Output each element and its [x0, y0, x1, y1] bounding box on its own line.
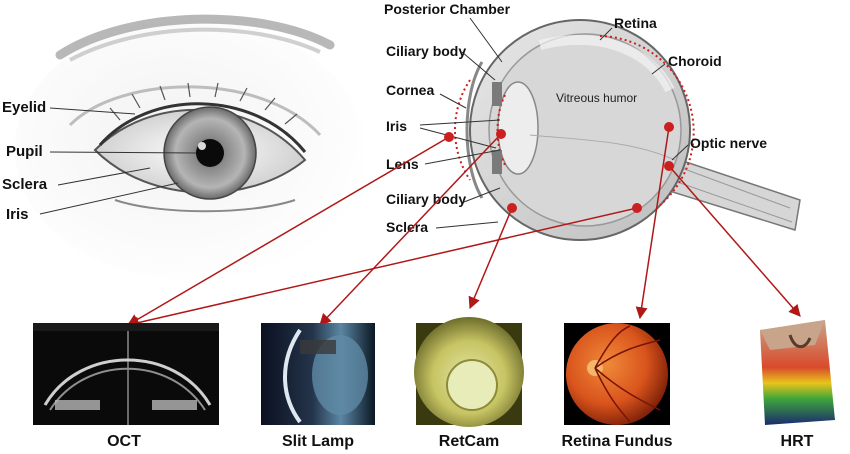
oct-image	[33, 323, 219, 425]
sclera-leader-line	[57, 167, 151, 186]
arrow-iris-to-slit-lamp	[319, 133, 502, 326]
marker-sclera	[632, 203, 642, 213]
pupil-leader-line	[49, 151, 197, 154]
modality-captions: OCT Slit Lamp RetCam Retina Fundus HRT	[107, 433, 814, 450]
eye-cross-section: Vitreous humor	[454, 19, 801, 241]
cross-section-labels: Posterior Chamber Ciliary body Cornea Ir…	[384, 1, 767, 235]
hrt-caption: HRT	[781, 433, 814, 450]
slit-lamp-image	[261, 323, 375, 425]
marker-retina	[664, 122, 674, 132]
retina-label: Retina	[614, 15, 657, 31]
retcam-image	[414, 317, 524, 427]
oct-caption: OCT	[107, 433, 141, 450]
eyelid-leader-line	[49, 107, 136, 115]
lens-shape	[497, 81, 539, 175]
retina-dotted-arc	[599, 35, 695, 206]
iris-leader-line	[39, 182, 179, 215]
cornea-shape	[465, 61, 484, 199]
hrt-image	[760, 320, 835, 425]
marker-cornea	[444, 132, 454, 142]
connection-arrows	[126, 126, 801, 329]
optic-nerve-label: Optic nerve	[690, 135, 767, 151]
marker-ciliary-body	[507, 203, 517, 213]
cornea-label: Cornea	[386, 82, 434, 98]
arrow-ciliary-to-retcam	[468, 207, 513, 310]
arrow-cornea-to-oct	[126, 136, 450, 326]
marker-optic-nerve	[664, 161, 674, 171]
external-eye-illustration	[15, 14, 365, 280]
ciliary-body-bottom-label: Ciliary body	[386, 191, 466, 207]
retina-fundus-caption: Retina Fundus	[561, 433, 672, 450]
arrow-retina-to-fundus	[635, 126, 670, 320]
pupil-label: Pupil	[6, 143, 43, 160]
arrow-optic-nerve-to-hrt	[668, 165, 801, 317]
posterior-chamber-label: Posterior Chamber	[384, 1, 511, 17]
vitreous-shape	[488, 33, 682, 227]
arrow-sclera-to-oct	[126, 207, 638, 329]
choroid-label: Choroid	[668, 53, 722, 69]
marker-iris	[496, 129, 506, 139]
retcam-caption: RetCam	[439, 433, 499, 450]
slit-lamp-caption: Slit Lamp	[282, 433, 354, 450]
eyelid-label: Eyelid	[2, 99, 46, 116]
iris-section-label: Iris	[386, 118, 407, 134]
retina-fundus-image	[564, 323, 670, 425]
ciliary-body-top-label: Ciliary body	[386, 43, 466, 59]
vitreous-humor-label: Vitreous humor	[556, 91, 637, 105]
iris-label: Iris	[6, 206, 29, 223]
external-eye-labels: Eyelid Pupil Sclera Iris	[2, 99, 197, 223]
anatomy-markers	[444, 122, 674, 213]
sclera-label: Sclera	[2, 176, 48, 193]
